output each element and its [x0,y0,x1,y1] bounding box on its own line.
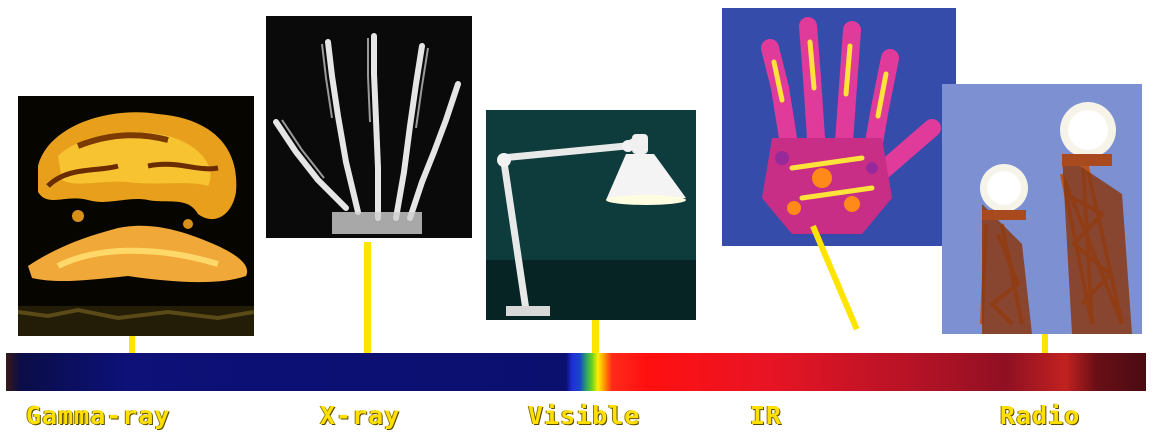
xray-label: X-ray [320,401,400,431]
radio-tower-graphic [942,84,1142,334]
xray-connector [364,242,371,354]
radio-tower-image [942,84,1142,334]
hand-xray-graphic [262,12,476,242]
infrared-hand-graphic [722,8,956,246]
radio-label: Radio [1000,401,1080,431]
visible-label: Visible [528,401,640,431]
ir-label: IR [750,401,782,431]
gamma-ray-image [18,96,254,336]
gamma-ray-connector [129,336,135,354]
infrared-hand-image [722,8,956,246]
gamma-ray-label: Gamma-ray [26,401,170,431]
desk-lamp-graphic [486,110,696,320]
electromagnetic-spectrum-bar [6,353,1146,391]
visible-connector [592,320,599,354]
hand-xray-image [262,12,476,242]
radio-connector [1042,334,1048,354]
gamma-ray-graphic [18,96,254,336]
desk-lamp-image [486,110,696,320]
